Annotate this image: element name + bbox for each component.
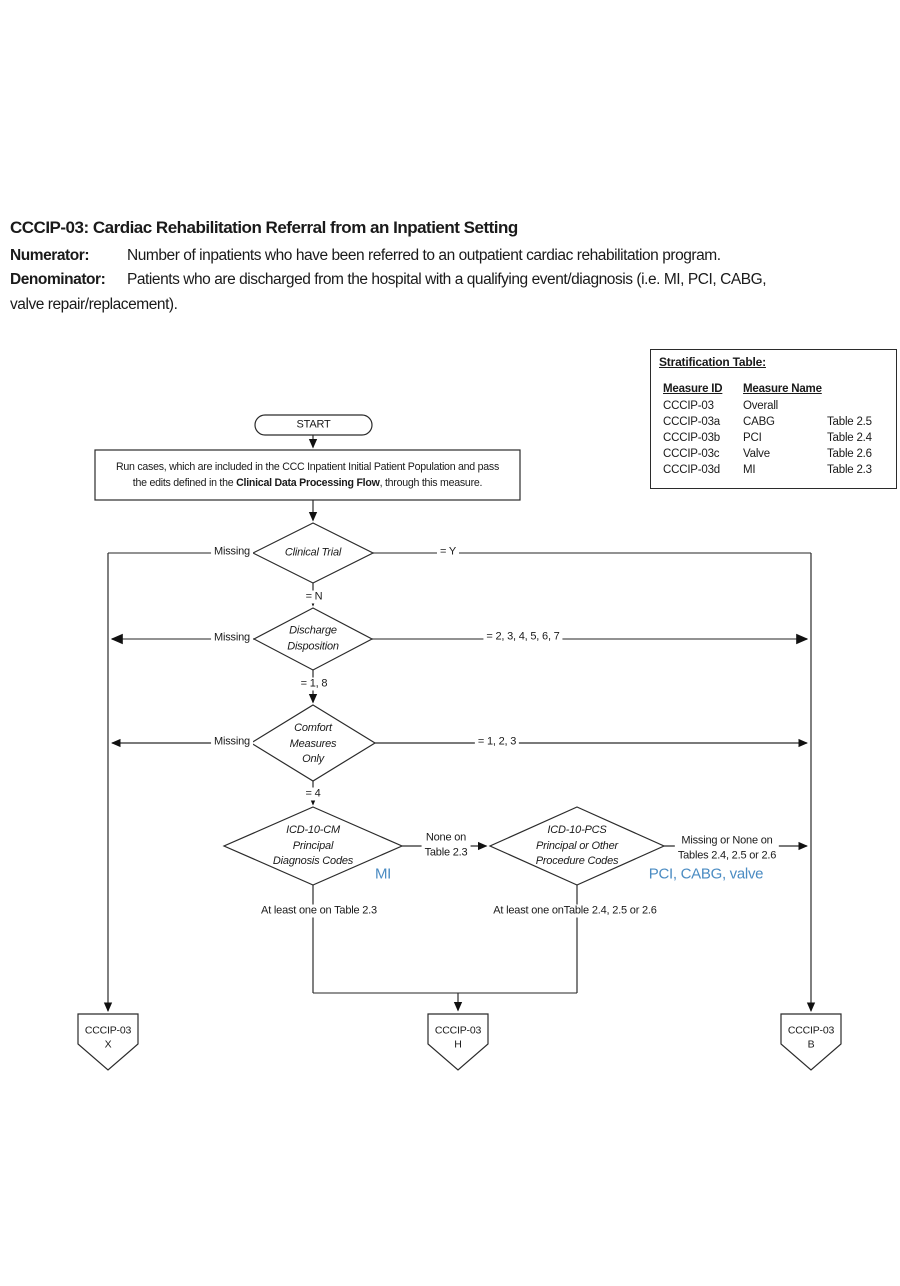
edge-label-at-least-one-245: At least one onTable 2.4, 2.5 or 2.6: [490, 904, 660, 918]
table-cell: CCCIP-03c: [663, 448, 720, 460]
process-line2-pre: the edits defined in the: [132, 477, 237, 489]
process-line2-bold: Clinical Data Processing Flow: [236, 477, 380, 489]
connector-h-shape: [427, 1013, 489, 1071]
table-cell: CCCIP-03d: [663, 464, 720, 476]
process-text-line1: Run cases, which are included in the CCC…: [115, 461, 500, 473]
edge-label-eq-4: = 4: [302, 787, 324, 801]
connector-b-shape: [780, 1013, 842, 1071]
table-cell: MI: [743, 464, 756, 476]
numerator-text: Number of inpatients who have been refer…: [127, 247, 721, 264]
column-header-measure-id: Measure ID: [663, 383, 723, 395]
edge-label-missing-3: Missing: [211, 735, 253, 749]
denominator-label: Denominator:: [10, 271, 106, 288]
icd10pcs-label: ICD-10-PCS Principal or Other Procedure …: [535, 823, 619, 867]
numerator-label: Numerator:: [10, 247, 90, 264]
edge-label-eq-123: = 1, 2, 3: [474, 735, 520, 749]
icd10cm-label: ICD-10-CM Principal Diagnosis Codes: [272, 823, 354, 867]
table-cell: Overall: [743, 400, 779, 412]
decision-comfort-measures: [249, 704, 377, 782]
table-cell: CCCIP-03a: [663, 416, 720, 428]
edge-label-missing-2: Missing: [211, 631, 253, 645]
decision-discharge-disposition: [252, 607, 374, 671]
numerator-row: Numerator: Number of inpatients who have …: [10, 247, 721, 265]
annotation-mi: MI: [374, 865, 392, 883]
process-text: Run cases, which are included in the CCC…: [97, 452, 518, 498]
clinical-trial-label: Clinical Trial: [284, 546, 342, 559]
connector-x-shape: [77, 1013, 139, 1071]
table-cell: CCCIP-03: [663, 400, 714, 412]
edge-label-eq-n: = N: [302, 590, 326, 604]
decision-icd10cm: [222, 806, 404, 886]
table-cell: Table 2.4: [827, 432, 872, 444]
denominator-text-line1: Patients who are discharged from the hos…: [127, 271, 767, 288]
table-cell: Table 2.3: [827, 464, 872, 476]
column-header-measure-name: Measure Name: [743, 383, 822, 395]
annotation-pci-cabg-valve: PCI, CABG, valve: [648, 865, 764, 883]
process-text-line2: the edits defined in the Clinical Data P…: [132, 475, 483, 491]
edge-label-none-on-table: None on Table 2.3: [421, 830, 471, 860]
decision-clinical-trial: [251, 522, 375, 584]
process-line2-post: , through this measure.: [379, 477, 483, 489]
table-cell: Table 2.5: [827, 416, 872, 428]
comfort-measures-label: Comfort Measures Only: [289, 721, 337, 765]
table-cell: Valve: [743, 448, 770, 460]
decision-icd10pcs: [488, 806, 666, 886]
connector-x-label: CCCIP-03 X: [84, 1024, 132, 1051]
table-cell: CCCIP-03b: [663, 432, 720, 444]
edge-label-missing-1: Missing: [211, 545, 253, 559]
page-title: CCCIP-03: Cardiac Rehabilitation Referra…: [10, 218, 518, 237]
stratification-table-title: Stratification Table:: [659, 355, 766, 369]
start-label: START: [296, 418, 331, 431]
edge-label-eq-234567: = 2, 3, 4, 5, 6, 7: [483, 630, 563, 644]
edge-label-at-least-one-23: At least one on Table 2.3: [258, 904, 380, 918]
edge-label-missing-none-tables: Missing or None on Tables 2.4, 2.5 or 2.…: [674, 833, 780, 863]
table-cell: CABG: [743, 416, 775, 428]
connector-b-label: CCCIP-03 B: [787, 1024, 835, 1051]
process-box: [94, 449, 521, 501]
stratification-table: Stratification Table: Measure ID Measure…: [650, 349, 897, 489]
denominator-text-line2: valve repair/replacement).: [10, 296, 178, 313]
table-cell: PCI: [743, 432, 762, 444]
denominator-row: Denominator: Patients who are discharged …: [10, 271, 767, 289]
discharge-disposition-label: Discharge Disposition: [287, 624, 339, 653]
table-cell: Table 2.6: [827, 448, 872, 460]
edge-label-eq-y: = Y: [436, 545, 460, 559]
connector-h-label: CCCIP-03 H: [434, 1024, 482, 1051]
edge-label-eq-18: = 1, 8: [297, 677, 331, 691]
